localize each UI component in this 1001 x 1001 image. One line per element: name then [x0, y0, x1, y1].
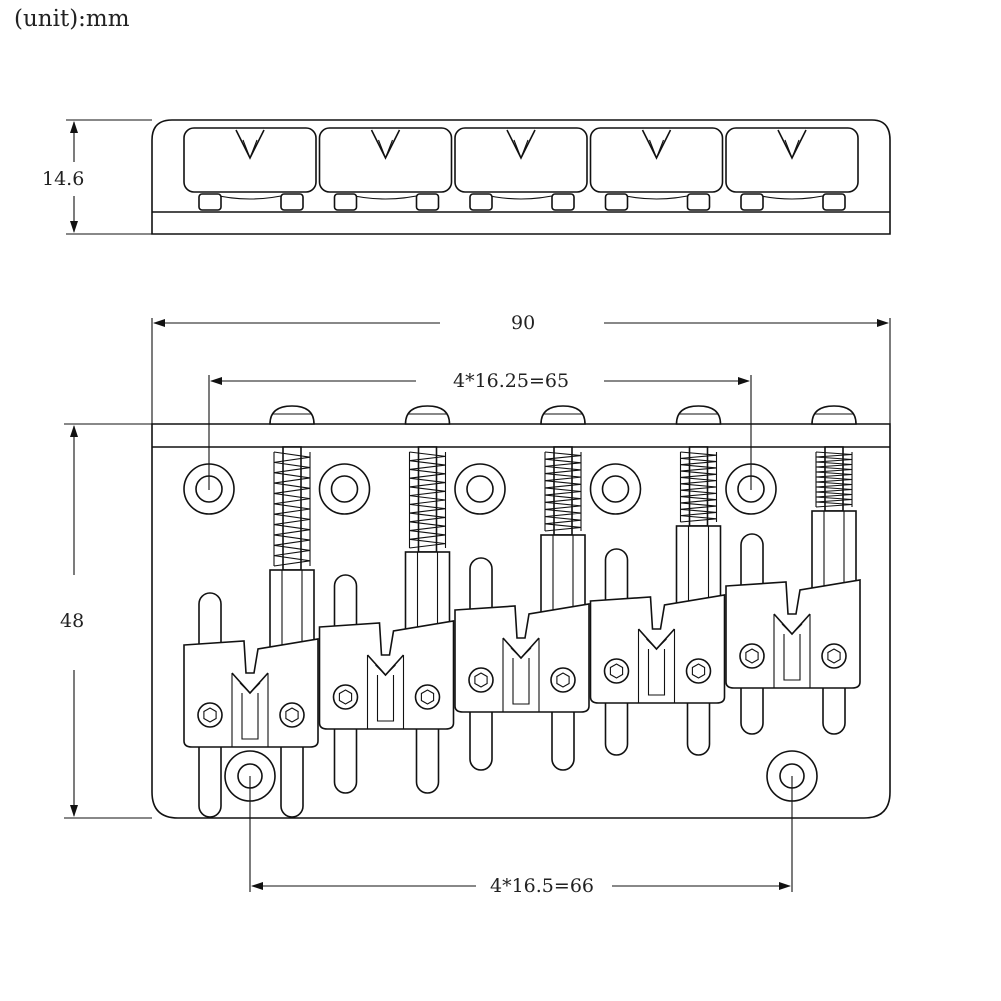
spring	[544, 451, 582, 532]
screw-head	[604, 193, 629, 211]
dim-mount-spacing	[249, 776, 793, 892]
spring	[679, 451, 718, 523]
hex-nut	[675, 525, 722, 607]
side-saddle	[725, 127, 859, 211]
saddle-assembly	[589, 405, 726, 756]
dim-depth	[64, 423, 152, 819]
screw-head	[675, 405, 722, 425]
set-screw	[550, 667, 576, 693]
screw-head	[198, 193, 222, 211]
screw-head	[811, 405, 857, 425]
unit-label: (unit):mm	[14, 6, 130, 32]
mount-holes	[224, 750, 818, 802]
set-screw	[332, 684, 359, 710]
screw-head	[269, 405, 315, 425]
side-saddle	[318, 127, 453, 211]
set-screw	[603, 658, 630, 684]
screw-head	[822, 193, 846, 211]
screw-head	[551, 193, 575, 211]
screw-head	[333, 193, 358, 211]
dim-saddle-spacing-label: 4*16.25=65	[453, 370, 570, 392]
top-view	[151, 405, 891, 819]
side-view	[151, 119, 891, 235]
screw-head	[686, 193, 711, 211]
set-screw	[821, 643, 847, 669]
dim-width	[151, 318, 891, 424]
side-saddle	[183, 127, 317, 211]
top-saddles	[183, 405, 861, 818]
saddle-assembly	[318, 405, 455, 794]
set-screw	[197, 702, 223, 728]
dim-height-label: 14.6	[42, 168, 85, 190]
screw-head	[404, 405, 451, 425]
set-screw	[685, 658, 712, 684]
side-saddle	[454, 127, 588, 211]
spring	[273, 451, 311, 567]
saddle-assembly	[183, 405, 319, 818]
hex-nut	[540, 534, 586, 616]
screw-head	[415, 193, 440, 211]
saddle-assembly	[725, 405, 861, 735]
dim-depth-label: 48	[60, 610, 85, 632]
side-saddles	[183, 127, 859, 211]
dim-height	[66, 119, 152, 235]
screw-head	[740, 193, 764, 211]
top-hole	[454, 463, 506, 515]
side-saddle	[589, 127, 724, 211]
hex-nut	[404, 551, 451, 633]
set-screw	[739, 643, 765, 669]
hex-nut	[269, 569, 315, 651]
top-hole	[589, 463, 642, 515]
dim-width-label: 90	[511, 312, 536, 334]
set-screw	[279, 702, 305, 728]
top-hole	[318, 463, 371, 515]
screw-head	[469, 193, 493, 211]
hex-nut	[811, 510, 857, 592]
dim-saddle-spacing	[208, 375, 752, 490]
spring	[815, 451, 853, 508]
set-screw	[468, 667, 494, 693]
dim-mount-spacing-label: 4*16.5=66	[490, 875, 594, 897]
screw-head	[280, 193, 304, 211]
set-screw	[414, 684, 441, 710]
saddle-assembly	[454, 405, 590, 771]
spring	[408, 451, 447, 549]
screw-head	[540, 405, 586, 425]
